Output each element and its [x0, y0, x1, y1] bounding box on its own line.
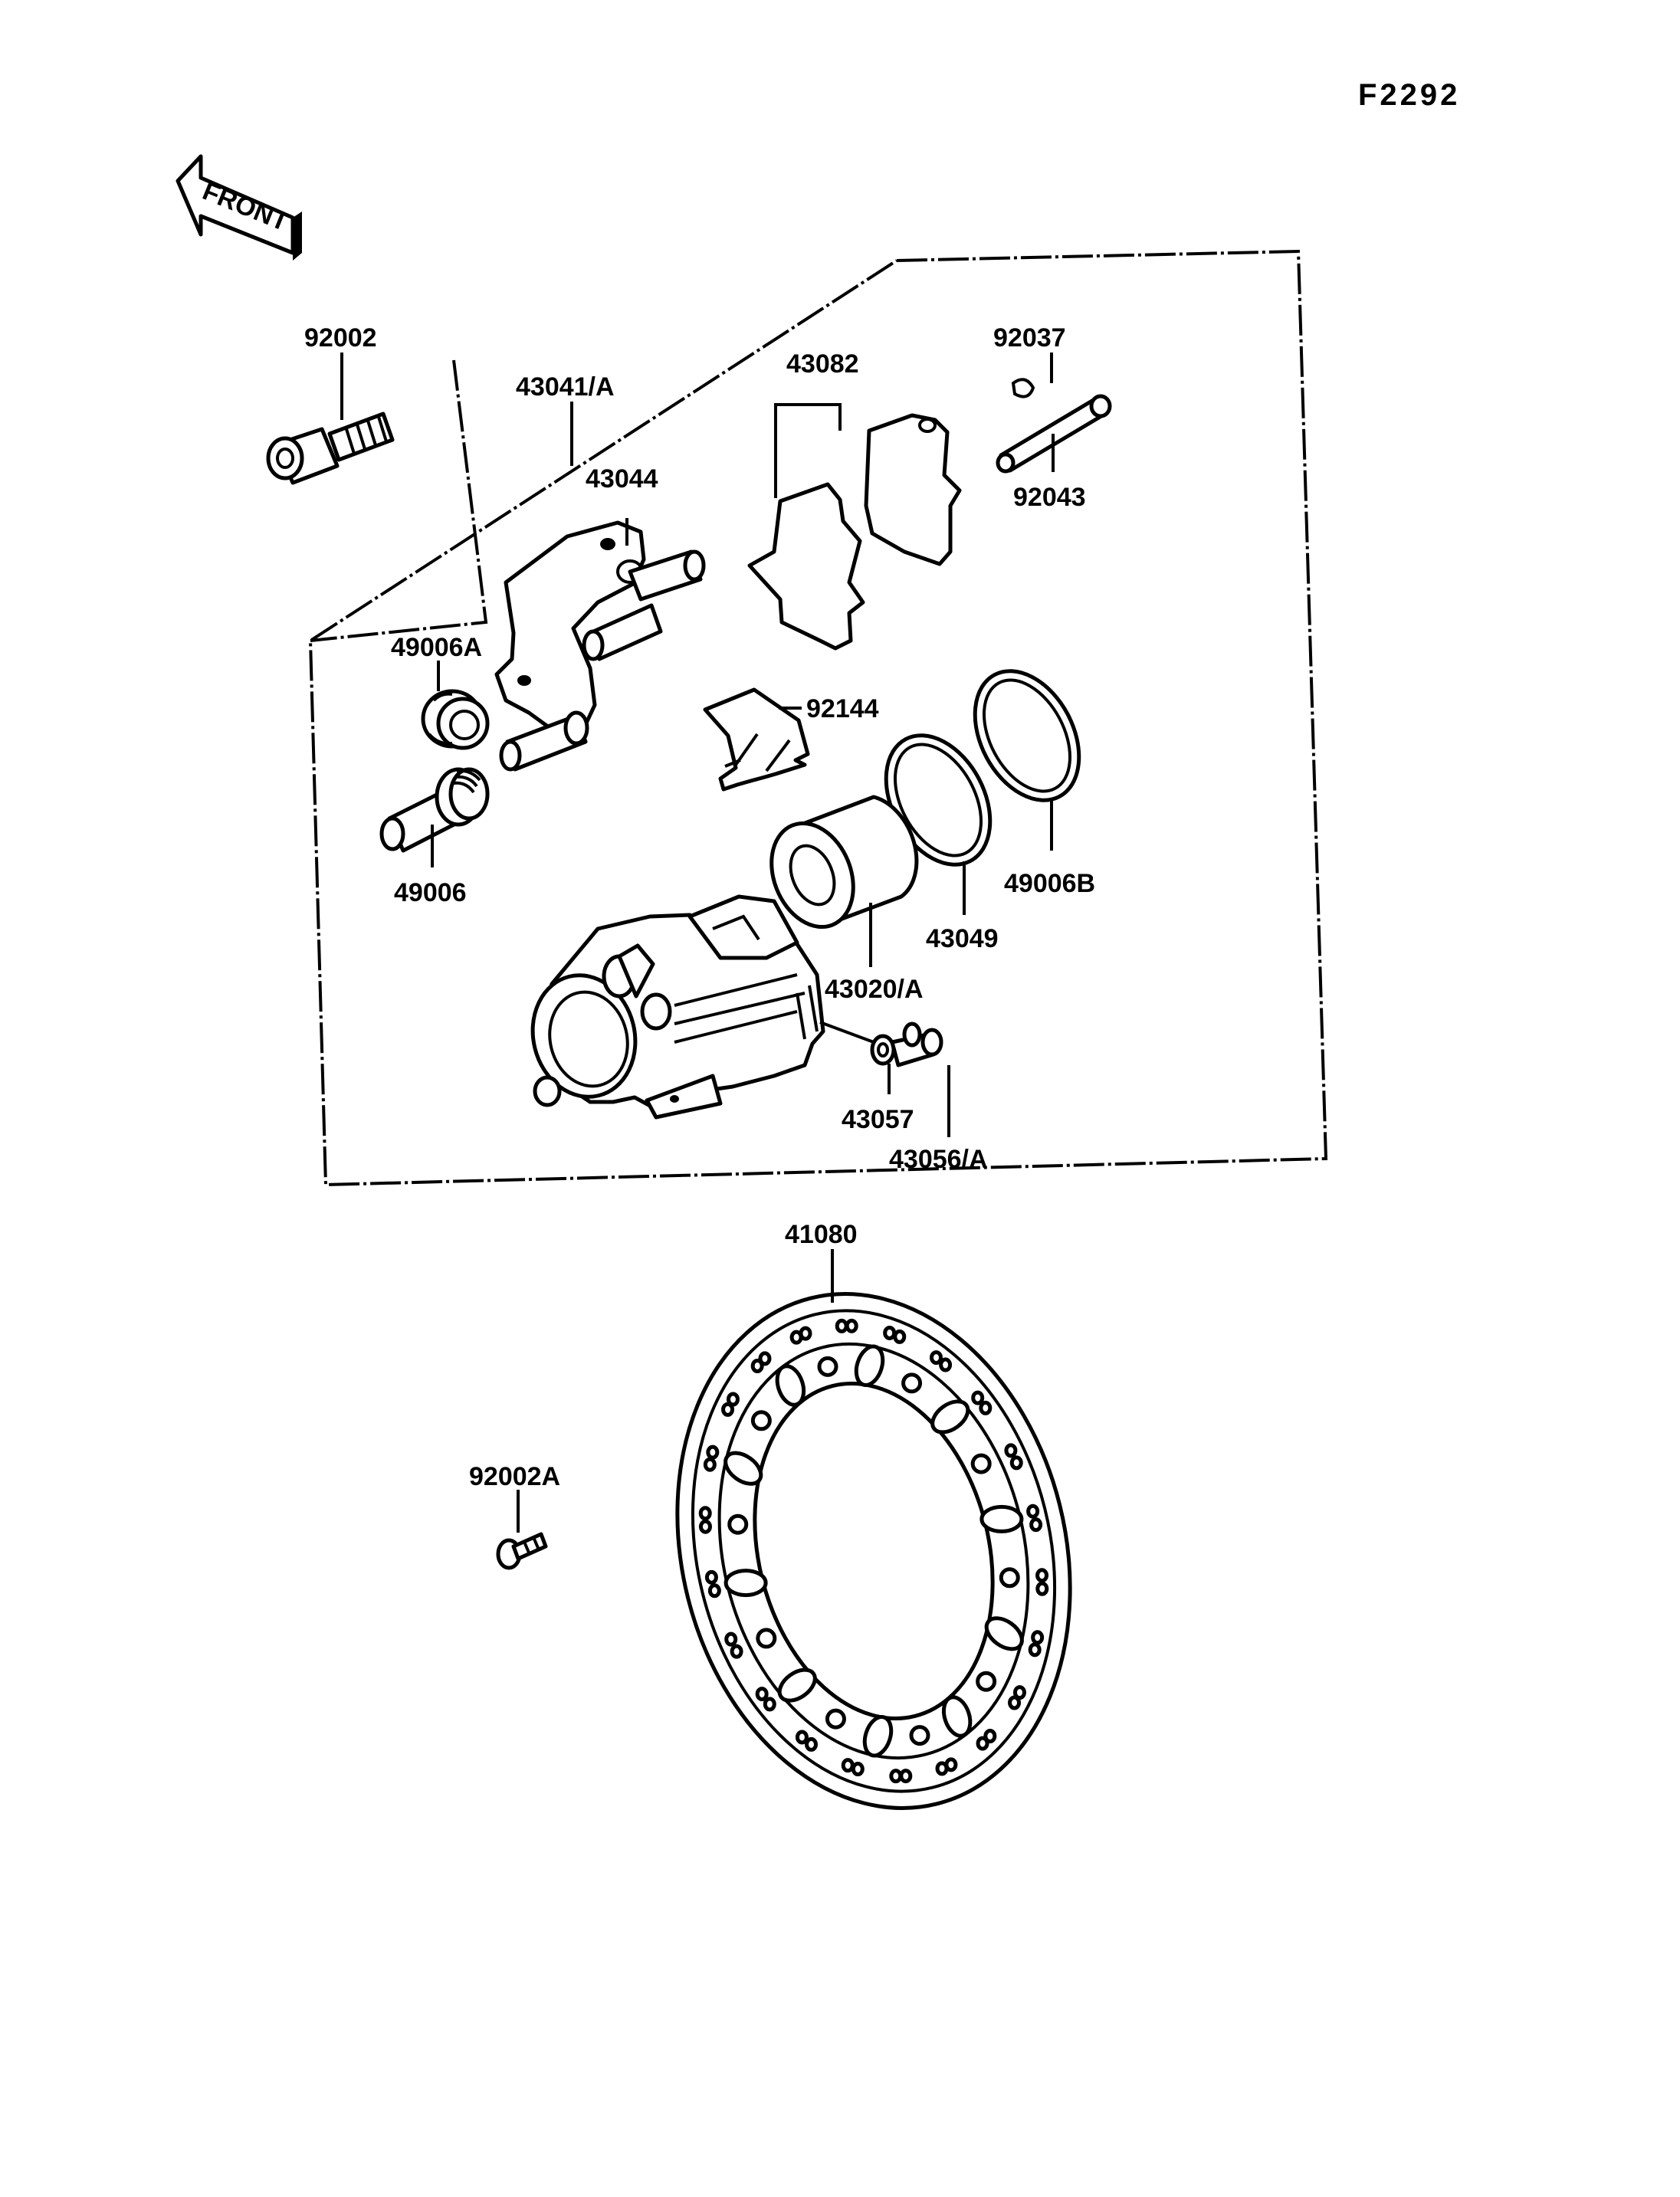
disc-drill-hole [883, 1325, 897, 1340]
disc-rivet [727, 1513, 749, 1535]
disc-slot [724, 1451, 763, 1486]
disc-drill-hole [763, 1697, 776, 1712]
caliper-assembly-boundary [308, 249, 1328, 1187]
label-92043: 92043 [1013, 483, 1086, 512]
disc-drill-hole [1008, 1695, 1022, 1710]
disc-slot [777, 1667, 817, 1703]
label-49006: 49006 [394, 878, 467, 907]
disc-rivet [999, 1567, 1020, 1589]
disc-drill-hole [698, 1506, 712, 1521]
bolt-boundary-link [310, 359, 488, 642]
disc-rivet [909, 1725, 930, 1746]
label-92002: 92002 [304, 323, 377, 353]
disc-drill-hole [1031, 1630, 1045, 1645]
disc-rivet [817, 1356, 838, 1377]
disc-drill-hole [724, 1631, 738, 1647]
disc-drill-hole [730, 1644, 743, 1659]
disc-drill-hole [1004, 1443, 1018, 1458]
disc-drill-hole [983, 1729, 997, 1744]
disc-drill-hole [841, 1758, 855, 1773]
clip-92037 [1011, 378, 1035, 398]
disc-drill-hole [1028, 1642, 1042, 1658]
boot-49006 [379, 767, 490, 853]
disc-drill-hole [971, 1390, 985, 1405]
disc-drill-hole [758, 1351, 772, 1366]
disc-drill-hole [795, 1730, 809, 1745]
label-43020-a: 43020/A [825, 975, 924, 1004]
seal-49006b [973, 669, 1081, 802]
label-43049: 43049 [926, 924, 999, 953]
figure-code: F2292 [1358, 78, 1460, 112]
disc-rivet [976, 1671, 997, 1692]
label-92037: 92037 [993, 323, 1066, 353]
disc-slot [775, 1364, 806, 1407]
disc-drill-hole [1009, 1455, 1023, 1471]
disc-drill-hole [726, 1392, 740, 1407]
label-92144: 92144 [806, 694, 879, 723]
disc-drill-hole [889, 1769, 903, 1784]
disc-drill-hole [1026, 1503, 1040, 1519]
bolt-92002 [266, 412, 395, 485]
caliper-body [530, 894, 825, 1120]
bleeder-valve-43056-a [890, 1021, 943, 1067]
disc-slot [854, 1344, 885, 1388]
disc-drill-hole [704, 1569, 718, 1585]
disc-rivet [901, 1372, 923, 1394]
washer-43057 [870, 1034, 896, 1066]
disc-drill-hole [929, 1350, 943, 1366]
disc-drill-hole [935, 1761, 949, 1776]
disc-slot [724, 1569, 768, 1598]
disc-drill-hole [899, 1769, 913, 1784]
disc-drill-hole [939, 1357, 953, 1372]
disc-drill-hole [835, 1318, 848, 1333]
spring-92144 [703, 687, 810, 792]
disc-rivet [825, 1708, 846, 1730]
label-43041-a: 43041/A [516, 372, 615, 402]
disc-drill-hole [707, 1583, 721, 1599]
disc-drill-hole [799, 1326, 812, 1341]
label-49006a: 49006A [391, 633, 482, 662]
disc-slot [862, 1714, 894, 1758]
front-arrow-icon: FRONT [176, 154, 302, 261]
label-43082: 43082 [786, 349, 859, 379]
disc-rivet [970, 1453, 992, 1474]
screw-92002a [496, 1532, 548, 1570]
disc-rivet [756, 1628, 777, 1649]
piston-43020-a [769, 795, 919, 930]
disc-drill-hole [805, 1736, 819, 1752]
disc-drill-hole [1035, 1568, 1049, 1583]
disc-drill-hole [979, 1400, 993, 1415]
disc-drill-hole [1012, 1685, 1026, 1700]
disc-drill-hole [851, 1762, 865, 1777]
label-43056-a: 43056/A [889, 1145, 988, 1174]
disc-slot [941, 1695, 973, 1738]
label-43057: 43057 [842, 1105, 914, 1134]
disc-drill-hole [893, 1329, 907, 1344]
disc-drill-hole [703, 1457, 717, 1472]
disc-drill-hole [698, 1519, 712, 1534]
disc-drill-hole [1029, 1517, 1043, 1533]
label-41080: 41080 [785, 1220, 858, 1249]
label-49006b: 49006B [1004, 869, 1095, 898]
label-43044: 43044 [586, 464, 658, 494]
disc-slot [930, 1399, 970, 1435]
disc-rivet [750, 1410, 772, 1431]
disc-drill-hole [750, 1358, 764, 1373]
brake-pads-43082 [747, 413, 962, 651]
caliper-bracket-43044 [494, 520, 706, 772]
disc-drill-hole [845, 1318, 858, 1333]
disc-slot [979, 1504, 1024, 1533]
disc-slot [984, 1616, 1024, 1651]
disc-drill-hole [1035, 1581, 1049, 1596]
disc-drill-hole [755, 1687, 769, 1702]
disc-drill-hole [976, 1736, 989, 1751]
label-92002a: 92002A [469, 1462, 560, 1491]
disc-drill-hole [721, 1402, 735, 1417]
disc-drill-hole [706, 1444, 720, 1460]
brake-disc-41080 [675, 1292, 1072, 1810]
boot-49006a [421, 689, 490, 750]
